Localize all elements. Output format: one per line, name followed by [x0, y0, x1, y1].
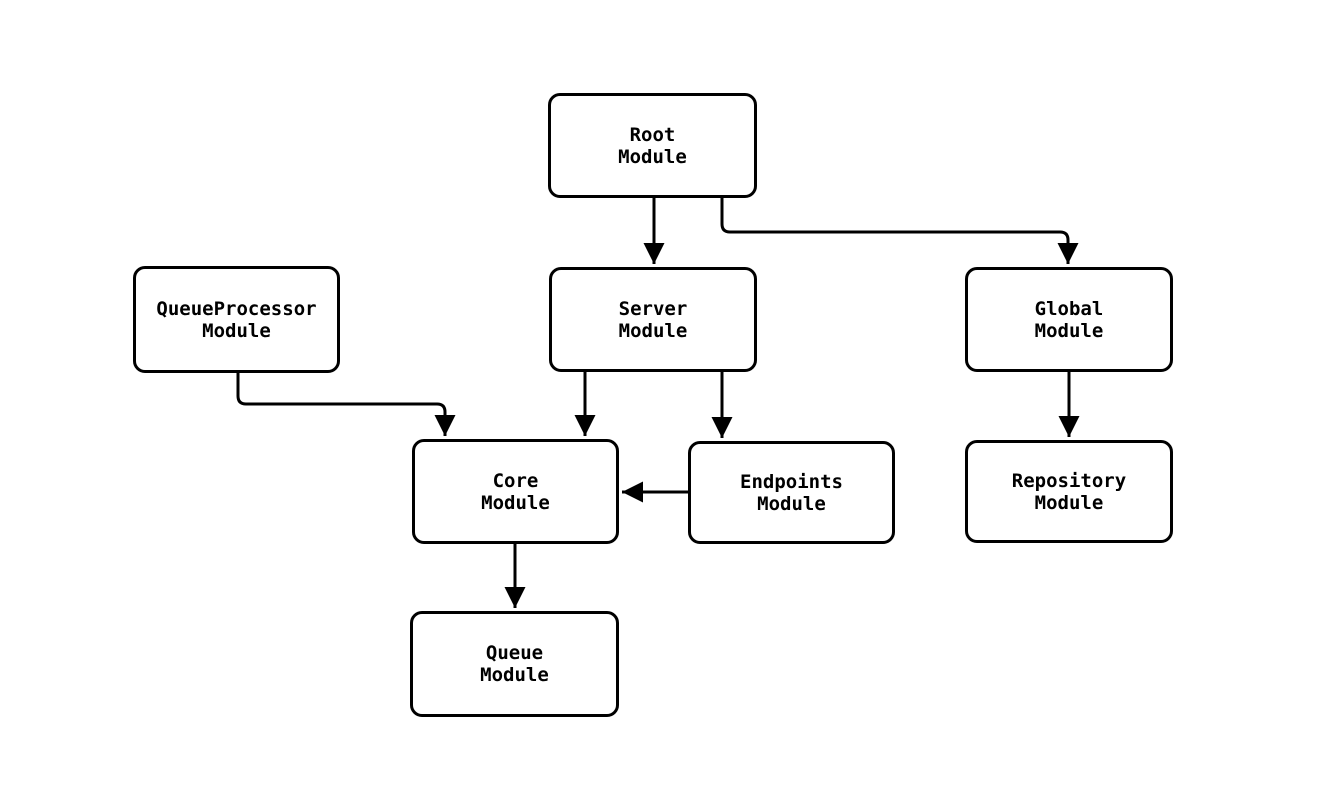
node-endpoints-module-label: Endpoints Module: [740, 470, 843, 515]
node-server-module: Server Module: [549, 267, 757, 372]
node-queue-module: Queue Module: [410, 611, 619, 717]
node-queueprocessor-module: QueueProcessor Module: [133, 266, 340, 373]
node-root-module-label: Root Module: [618, 123, 687, 168]
edge-queueprocessor-to-core: [236, 373, 456, 436]
node-core-module: Core Module: [412, 439, 619, 544]
node-server-module-label: Server Module: [618, 297, 688, 342]
node-core-module-label: Core Module: [481, 469, 550, 514]
node-endpoints-module: Endpoints Module: [688, 441, 895, 544]
edge-root-to-global: [720, 198, 1079, 264]
node-root-module: Root Module: [548, 93, 757, 198]
node-queueprocessor-module-label: QueueProcessor Module: [156, 297, 317, 342]
node-global-module: Global Module: [965, 267, 1173, 372]
node-repository-module-label: Repository Module: [1011, 469, 1127, 514]
node-repository-module: Repository Module: [965, 440, 1173, 543]
node-global-module-label: Global Module: [1034, 297, 1104, 342]
node-queue-module-label: Queue Module: [480, 642, 549, 686]
